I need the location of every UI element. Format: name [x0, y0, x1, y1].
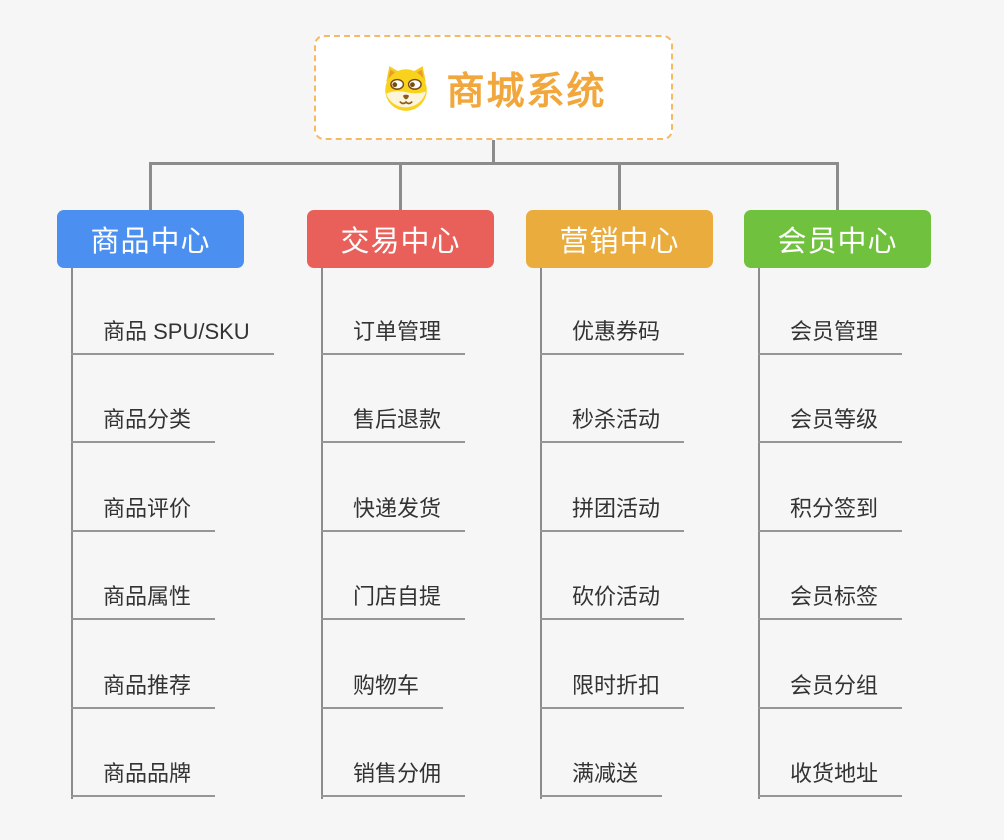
- branch-label: 营销中心: [559, 226, 680, 258]
- leaf-node[interactable]: 商品推荐: [71, 672, 216, 709]
- connector-drop-member: [836, 162, 839, 210]
- leaf-node[interactable]: 会员标签: [758, 583, 903, 620]
- leaf-node[interactable]: 积分签到: [758, 495, 903, 532]
- branch-node-trade-center[interactable]: 交易中心: [307, 210, 494, 268]
- connector-drop-product: [149, 162, 152, 210]
- leaf-node[interactable]: 砍价活动: [540, 583, 685, 620]
- connector-drop-trade: [399, 162, 402, 210]
- leaf-node[interactable]: 商品分类: [71, 406, 216, 443]
- leaf-node[interactable]: 门店自提: [321, 583, 466, 620]
- leaf-node[interactable]: 会员分组: [758, 672, 903, 709]
- spine-member-center: [758, 268, 760, 799]
- leaf-node[interactable]: 快递发货: [321, 495, 466, 532]
- spine-product-center: [71, 268, 73, 799]
- leaf-node[interactable]: 订单管理: [321, 318, 466, 355]
- leaf-node[interactable]: 会员等级: [758, 406, 903, 443]
- connector-drop-marketing: [618, 162, 621, 210]
- connector-rail: [149, 162, 837, 165]
- branch-node-product-center[interactable]: 商品中心: [57, 210, 244, 268]
- branch-label: 交易中心: [340, 226, 461, 258]
- leaf-node[interactable]: 商品评价: [71, 495, 216, 532]
- leaf-node[interactable]: 销售分佣: [321, 760, 466, 797]
- branch-label: 商品中心: [90, 226, 211, 258]
- branch-node-marketing-center[interactable]: 营销中心: [526, 210, 713, 268]
- leaf-node[interactable]: 商品 SPU/SKU: [71, 318, 274, 355]
- root-title: 商城系统: [446, 71, 607, 113]
- leaf-node[interactable]: 售后退款: [321, 406, 466, 443]
- leaf-node[interactable]: 限时折扣: [540, 672, 685, 709]
- branch-label: 会员中心: [777, 226, 898, 258]
- connector-root-drop: [492, 140, 495, 164]
- leaf-node[interactable]: 优惠券码: [540, 318, 685, 355]
- leaf-node[interactable]: 收货地址: [758, 760, 903, 797]
- leaf-node[interactable]: 购物车: [321, 672, 444, 709]
- root-node-mall-system[interactable]: 商城系统: [314, 35, 673, 140]
- leaf-node[interactable]: 秒杀活动: [540, 406, 685, 443]
- spine-trade-center: [321, 268, 323, 799]
- leaf-node[interactable]: 商品品牌: [71, 760, 216, 797]
- branch-node-member-center[interactable]: 会员中心: [744, 210, 931, 268]
- leaf-node[interactable]: 满减送: [540, 760, 663, 797]
- leaf-node[interactable]: 会员管理: [758, 318, 903, 355]
- leaf-node[interactable]: 拼团活动: [540, 495, 685, 532]
- dog-face-icon: [380, 64, 432, 112]
- leaf-node[interactable]: 商品属性: [71, 583, 216, 620]
- spine-marketing-center: [540, 268, 542, 799]
